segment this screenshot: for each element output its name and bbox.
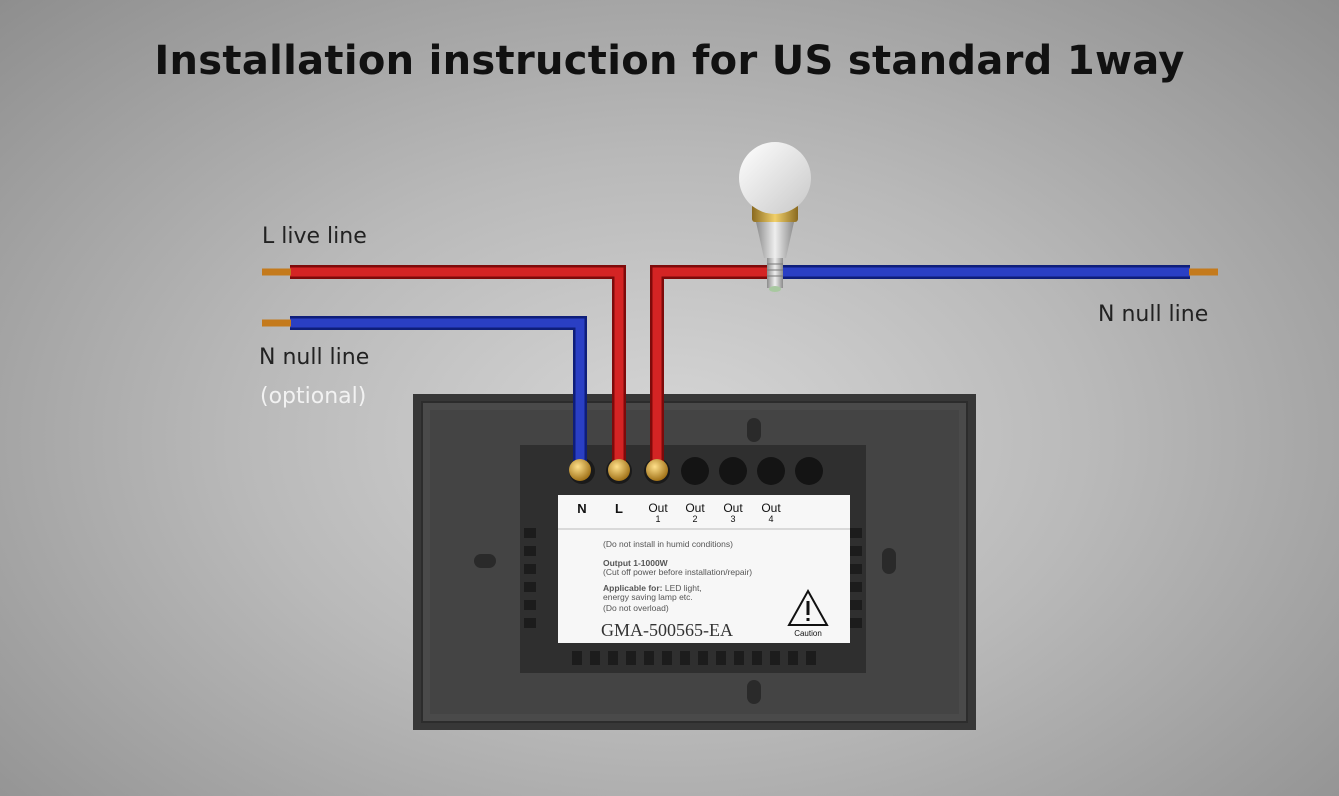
applicable-line2: energy saving lamp etc.	[603, 592, 693, 602]
device-label	[558, 495, 850, 643]
power-warning: (Cut off power before installation/repai…	[603, 567, 752, 577]
terminal-label-out1: Out	[648, 501, 668, 515]
model-number: GMA-500565-EA	[601, 620, 733, 640]
null-wire-optional	[290, 318, 585, 462]
diagram-title: Installation instruction for US standard…	[154, 38, 1185, 84]
bottom-vents	[572, 651, 816, 665]
applicable-bold: Applicable for:	[603, 583, 663, 593]
caution-icon: Caution	[787, 588, 829, 638]
output-spec: Output 1-1000W	[603, 558, 669, 568]
screw-slot-top	[747, 418, 761, 442]
screw-slot-bottom	[747, 680, 761, 704]
terminal-label-out3: Out	[723, 501, 743, 515]
null-line-right-label: N null line	[1098, 302, 1209, 327]
live-line-label: L live line	[262, 224, 367, 249]
output-wire	[652, 267, 772, 462]
terminal-label-n: N	[577, 501, 586, 516]
connected-terminals	[569, 459, 668, 481]
overload-warning: (Do not overload)	[603, 603, 669, 613]
side-vents	[524, 528, 862, 628]
terminal-label-out4-num: 4	[768, 514, 773, 524]
caution-text: Caution	[794, 629, 822, 638]
screw-slot-right	[882, 548, 896, 574]
terminal-label-out1-num: 1	[655, 514, 660, 524]
optional-label: (optional)	[260, 384, 367, 409]
applicable-rest: LED light,	[663, 583, 702, 593]
terminal-label-out2: Out	[685, 501, 705, 515]
light-bulb	[739, 142, 811, 292]
null-line-left-label: N null line	[259, 345, 370, 370]
screw-slot-left	[474, 554, 496, 568]
terminal-label-out3-num: 3	[730, 514, 735, 524]
live-wire	[290, 267, 624, 462]
terminal-label-out4: Out	[761, 501, 781, 515]
switch-panel	[413, 394, 976, 730]
wires	[262, 265, 1218, 462]
sticker-text: (Do not install in humid conditions) Out…	[601, 539, 752, 640]
terminal-labels: N L Out 1 Out 2 Out 3 Out 4	[577, 501, 781, 524]
terminal-label-out2-num: 2	[692, 514, 697, 524]
terminal-label-l: L	[615, 501, 623, 516]
applicable-line: Applicable for: LED light,	[603, 583, 702, 593]
humid-warning: (Do not install in humid conditions)	[603, 539, 733, 549]
